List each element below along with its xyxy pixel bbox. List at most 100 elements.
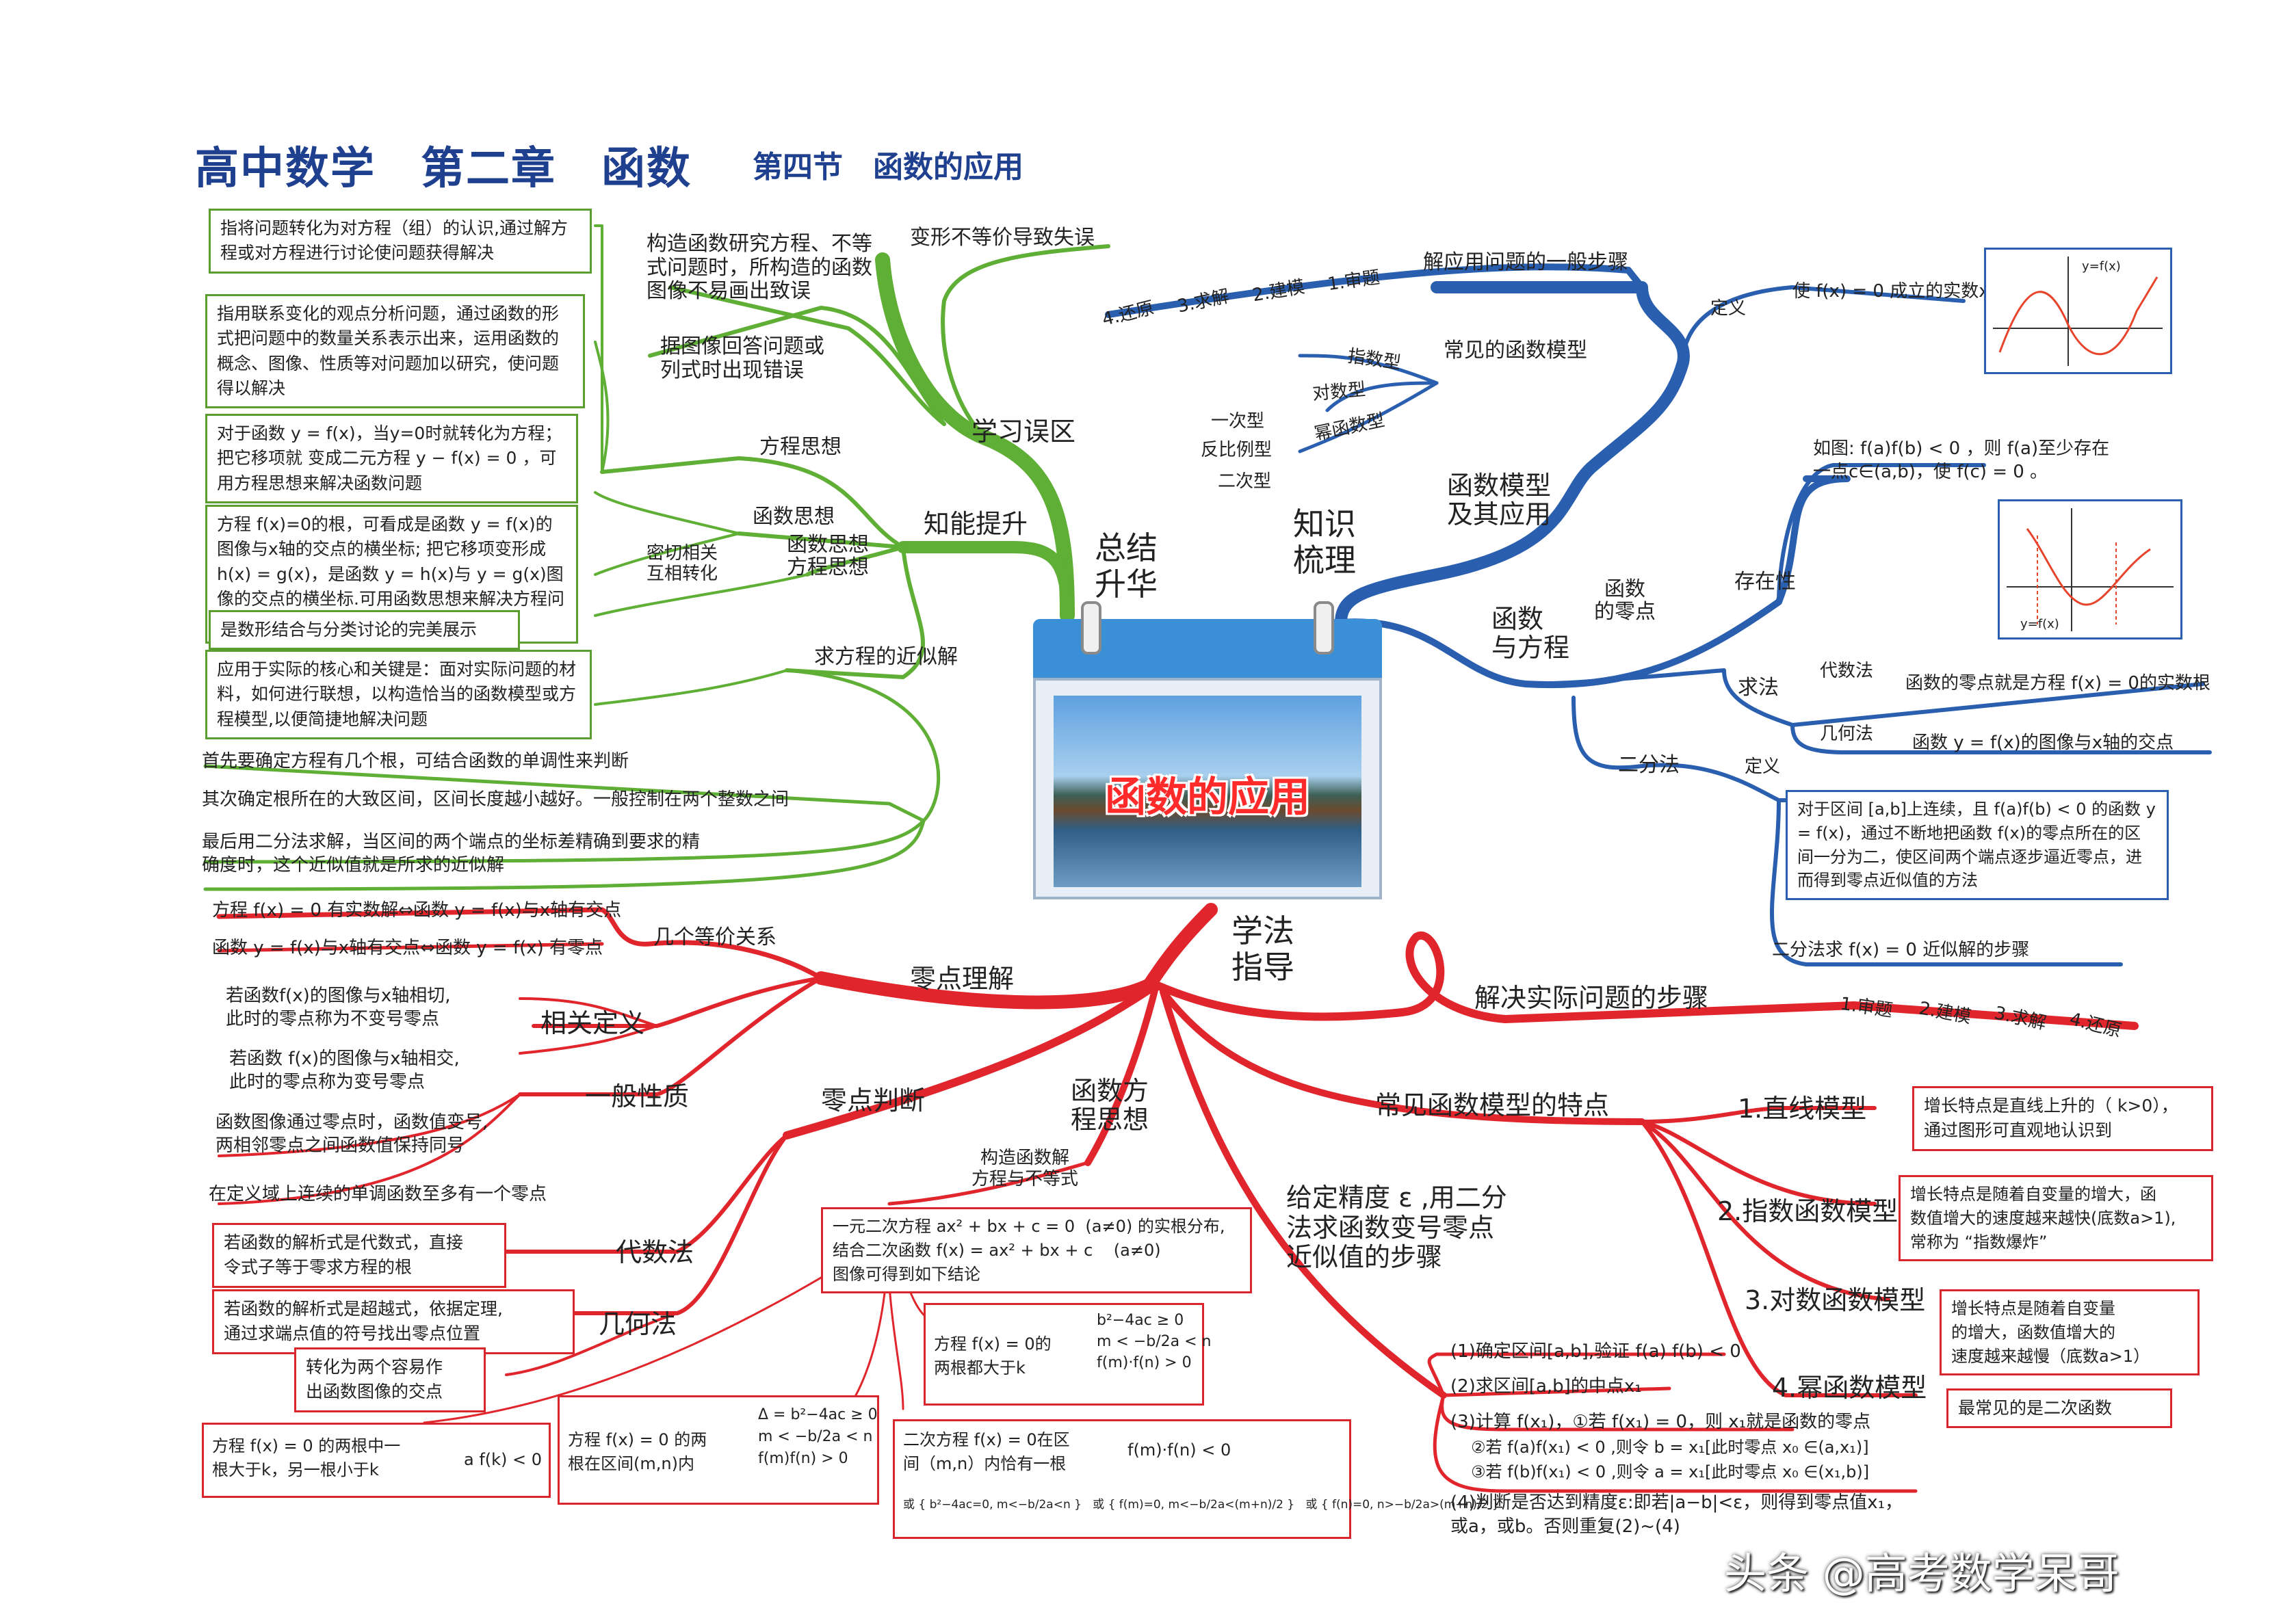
red-case3-box: 方程 f(x) = 0 的两 根在区间(m,n)内 Δ = b²−4ac ≥ 0… <box>558 1395 879 1505</box>
case4-left: 二次方程 f(x) = 0在区 间（m,n）内恰有一根 <box>903 1430 1070 1473</box>
red-buzhou-3c: ③若 f(b)f(x₁) < 0 ,则令 a = x₁[此时零点 x₀ ∈(x₁… <box>1471 1462 1870 1481</box>
red-buzhou-3: (3)计算 f(x₁)，①若 f(x₁) = 0，则 x₁就是函数的零点 <box>1450 1412 1871 1432</box>
node-xiangguan-dingyi: 相关定义 <box>540 1008 645 1038</box>
node-hanshu-fangcheng-sixiang: 函数方 程思想 <box>1071 1076 1149 1135</box>
erfen-buzhou: 二分法求 f(x) = 0 近似解的步骤 <box>1772 940 2030 960</box>
red-buzhou-4: (4)判断是否达到精度ε:即若|a−b|<ε，则得到零点值x₁， 或a，或b。否… <box>1450 1492 1903 1538</box>
jihefa-text: 函数 y = f(x)的图像与x轴的交点 <box>1912 733 2174 753</box>
red-zhishu-box: 增长特点是随着自变量的增大，函 数值增大的速度越来越快(底数a>1), 常称为 … <box>1899 1175 2213 1262</box>
page-subtitle: 第四节 函数的应用 <box>753 150 1023 185</box>
chart-existence-svg: y=f(x) <box>2007 508 2174 631</box>
red-jihe-box: 若函数的解析式是超越式，依据定理, 通过求端点值的符号找出零点位置 <box>212 1289 575 1354</box>
red-duishu-box: 增长特点是随着自变量 的增大，函数值增大的 速度越来越慢（底数a>1） <box>1940 1289 2200 1376</box>
node-daishufa-red: 代数法 <box>616 1237 694 1267</box>
node-fangcheng-sixiang: 方程思想 <box>759 435 842 459</box>
node-zhixian-moxing: 1.直线模型 <box>1738 1094 1867 1124</box>
chart-zero-definition: y=f(x) <box>1984 248 2172 374</box>
case3-right: Δ = b²−4ac ≥ 0 m < −b/2a < n f(m)f(n) > … <box>758 1406 878 1467</box>
red-buzhou-3b: ②若 f(a)f(x₁) < 0 ,则令 b = x₁[此时零点 x₀ ∈(a,… <box>1471 1438 1869 1457</box>
green-line-1: 首先要确定方程有几个根，可结合函数的单调性来判断 <box>202 751 629 772</box>
red-zhixian-box: 增长特点是直线上升的（ k>0）， 通过图形可直观地认识到 <box>1912 1086 2213 1151</box>
node-xuexi-wuqu: 学习误区 <box>971 417 1076 447</box>
node-jihefa-blue: 几何法 <box>1820 724 1874 744</box>
green-box-y-fx: 对于函数 y = f(x)，当y=0时就转化为方程；把它移项就 变成二元方程 y… <box>205 414 578 503</box>
node-hanshu-sixiang: 函数思想 <box>753 505 835 529</box>
red-buzhou-2: (2)求区间[a,b]的中点x₁ <box>1450 1376 1642 1397</box>
node-qiufa: 求法 <box>1738 676 1779 700</box>
chart2-label: y=f(x) <box>2020 617 2059 631</box>
branch-zongjie: 总结 升华 <box>1095 529 1158 603</box>
red-case2-box: 方程 f(x) = 0 的两根中一 根大于k，另一根小于k a f(k) < 0 <box>202 1423 551 1498</box>
calendar-ring-right <box>1314 601 1334 655</box>
node-zhineng-tisheng: 知能提升 <box>924 509 1028 539</box>
red-mi-box: 最常见的是二次函数 <box>1946 1388 2172 1429</box>
model-erci: 二次型 <box>1218 471 1272 492</box>
node-changjian-tedian: 常见函数模型的特点 <box>1375 1090 1610 1120</box>
watermark: 头条 @高考数学呆哥 <box>1724 1548 2119 1598</box>
model-yici: 一次型 <box>1211 411 1265 432</box>
calendar-body: 函数的应用 <box>1033 678 1382 899</box>
node-dingyi: 定义 <box>1710 298 1747 319</box>
case3-left: 方程 f(x) = 0 的两 根在区间(m,n)内 <box>568 1430 707 1473</box>
case2-right: a f(k) < 0 <box>464 1450 543 1469</box>
dingyi-text: 使 f(x) = 0 成立的实数x <box>1792 281 1990 302</box>
chart-zero-definition-svg: y=f(x) <box>1993 256 2163 366</box>
node-moxing-yingyong: 函数模型 及其应用 <box>1447 471 1552 529</box>
daishufa-text: 函数的零点就是方程 f(x) = 0的实数根 <box>1905 673 2210 694</box>
node-lingdian-lijie: 零点理解 <box>910 964 1015 994</box>
red-ding-2: 若函数 f(x)的图像与x轴相交, 此时的零点称为变号零点 <box>229 1049 460 1092</box>
page-title: 高中数学 第二章 函数 <box>195 144 692 194</box>
red-buzhou-1: (1)确定区间[a,b],验证 f(a) f(b) < 0 <box>1450 1341 1741 1362</box>
red-xingzhi-2: 在定义域上连续的单调函数至多有一个零点 <box>209 1184 547 1204</box>
calendar-ring-left <box>1081 601 1101 655</box>
green-box-hanshu: 指用联系变化的观点分析问题，通过函数的形式把问题中的数量关系表示出来，运用函数的… <box>205 294 585 408</box>
center-calendar: 函数的应用 <box>1033 601 1382 899</box>
node-gouzao: 构造函数研究方程、不等 式问题时，所构造的函数 图像不易画出致误 <box>647 232 872 303</box>
case4-extra: 或 { b²−4ac=0, m<−b/2a<n } 或 { f(m)=0, m<… <box>903 1498 1500 1512</box>
node-yiban-xingzhi: 一般性质 <box>585 1081 690 1111</box>
center-title: 函数的应用 <box>1105 774 1310 821</box>
node-miqie: 密切相关 互相转化 <box>647 543 718 584</box>
red-case4-box: 二次方程 f(x) = 0在区 间（m,n）内恰有一根 f(m)·f(n) < … <box>893 1419 1500 1539</box>
node-jiejue-shiji-buzhou: 解决实际问题的步骤 <box>1474 983 1709 1013</box>
branch-xuefa: 学法 指导 <box>1231 912 1294 986</box>
red-daishu-box: 若函数的解析式是代数式，直接 令式子等于零求方程的根 <box>212 1223 506 1288</box>
model-duishu: 对数型 <box>1312 379 1367 405</box>
red-ding-1: 若函数f(x)的图像与x轴相切, 此时的零点称为不变号零点 <box>226 986 451 1029</box>
node-mi-moxing: 4.幂函数模型 <box>1772 1373 1927 1403</box>
red-case1-box: 方程 f(x) = 0的 两根都大于k b²−4ac ≥ 0 m < −b/2a… <box>924 1303 1212 1406</box>
cunzaixing-text: 如图: f(a)f(b) < 0 ，则 f(a)至少存在 一点c∈(a,b)，使… <box>1813 438 2110 482</box>
node-gouzao-budengshi: 构造函数解 方程与不等式 <box>971 1148 1079 1190</box>
case1-right: b²−4ac ≥ 0 m < −b/2a < n f(m)·f(n) > 0 <box>1097 1312 1212 1371</box>
node-duishu-moxing: 3.对数函数模型 <box>1745 1285 1926 1315</box>
case4-right: f(m)·f(n) < 0 <box>1127 1440 1231 1460</box>
node-changjian-hanshu-moxing: 常见的函数模型 <box>1444 339 1587 363</box>
case2-left: 方程 f(x) = 0 的两根中一 根大于k，另一根小于k <box>212 1436 401 1479</box>
model-fanbili: 反比例型 <box>1201 440 1273 460</box>
node-hanshu-fangcheng-sixiang: 函数思想 方程思想 <box>787 533 869 579</box>
chart-existence: y=f(x) <box>1998 499 2182 640</box>
node-jihefa-red: 几何法 <box>599 1309 677 1339</box>
node-cunzaixing: 存在性 <box>1734 570 1796 594</box>
node-tuxiang-huida: 据图像回答问题或 列式时出现错误 <box>660 334 824 382</box>
node-zhishu-moxing: 2.指数函数模型 <box>1717 1196 1899 1226</box>
node-qiu-jinsi: 求方程的近似解 <box>814 645 958 669</box>
node-hanshu-yu-fangcheng: 函数 与方程 <box>1491 604 1570 663</box>
erfen-definition-box: 对于区间 [a,b]上连续，且 f(a)f(b) < 0 的函数 y = f(x… <box>1786 790 2169 901</box>
red-erci-box: 一元二次方程 ax² + bx + c = 0 (a≠0) 的实根分布, 结合二… <box>821 1207 1252 1294</box>
green-box-shiji: 应用于实际的核心和关键是：面对实际问题的材料，如何进行联想，以构造恰当的函数模型… <box>205 650 592 739</box>
palace-photo: 函数的应用 <box>1054 696 1361 887</box>
node-hanshu-lingdian: 函数 的零点 <box>1594 577 1656 624</box>
green-line-3: 最后用二分法求解，当区间的两个端点的坐标差精确到要求的精 确度时，这个近似值就是… <box>202 832 701 875</box>
branch-zhishi: 知识 梳理 <box>1293 505 1356 579</box>
node-bianxing: 变形不等价导致失误 <box>910 226 1095 250</box>
node-erfen-dingyi: 定义 <box>1745 756 1781 777</box>
node-daishufa-blue: 代数法 <box>1820 661 1874 681</box>
node-jiejue-yiban-buzhou: 解应用问题的一般步骤 <box>1423 250 1628 274</box>
green-line-2: 其次确定根所在的大致区间，区间长度越小越好。一般控制在两个整数之间 <box>202 789 790 810</box>
red-zhuanhua-box: 转化为两个容易作 出函数图像的交点 <box>294 1347 486 1412</box>
green-box-shuxing: 是数形结合与分类讨论的完美展示 <box>209 610 520 650</box>
node-lingdian-panduan: 零点判断 <box>821 1085 926 1116</box>
case1-left: 方程 f(x) = 0的 两根都大于k <box>934 1334 1052 1378</box>
